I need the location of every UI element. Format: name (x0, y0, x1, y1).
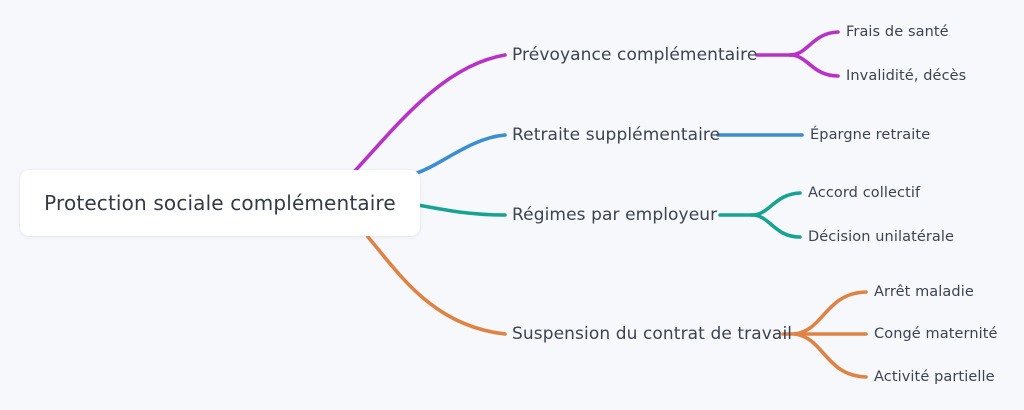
branch-node-suspension-du-contrat-de-travail[interactable]: Suspension du contrat de travail (512, 324, 793, 344)
edge-prevoyance-to-frais-de-sante (788, 30, 840, 57)
edge-regimes-to-accord-collectif (750, 191, 802, 217)
leaf-node-conge-maternite[interactable]: Congé maternité (874, 326, 998, 342)
root-node[interactable]: Protection sociale complémentaire (20, 170, 420, 236)
leaf-node-arret-maladie[interactable]: Arrêt maladie (874, 284, 974, 300)
edge-root-to-suspension (366, 235, 507, 336)
leaf-node-invalidite-deces[interactable]: Invalidité, décès (846, 68, 967, 84)
leaf-node-accord-collectif[interactable]: Accord collectif (808, 185, 921, 201)
edge-root-to-regimes (416, 203, 507, 217)
edge-root-to-prevoyance (350, 53, 507, 176)
leaf-node-epargne-retraite[interactable]: Épargne retraite (810, 127, 931, 143)
leaf-node-frais-de-sante[interactable]: Frais de santé (846, 24, 949, 40)
leaf-node-decision-unilaterale[interactable]: Décision unilatérale (808, 229, 955, 245)
leaf-node-activite-partielle[interactable]: Activité partielle (874, 369, 995, 385)
edge-regimes-to-decision-unilaterale (750, 213, 802, 239)
branch-node-retraite-supplementaire[interactable]: Retraite supplémentaire (512, 125, 721, 145)
root-node-label: Protection sociale complémentaire (44, 191, 396, 215)
branch-node-prevoyance-complementaire[interactable]: Prévoyance complémentaire (512, 45, 758, 65)
edge-suspension-to-arret-maladie (793, 290, 868, 336)
branch-node-regimes-par-employeur[interactable]: Régimes par employeur (512, 205, 718, 225)
edge-prevoyance-to-invalidite-deces (788, 53, 840, 78)
edge-root-to-retraite (412, 133, 507, 176)
edge-suspension-to-activite-partielle (793, 332, 868, 379)
